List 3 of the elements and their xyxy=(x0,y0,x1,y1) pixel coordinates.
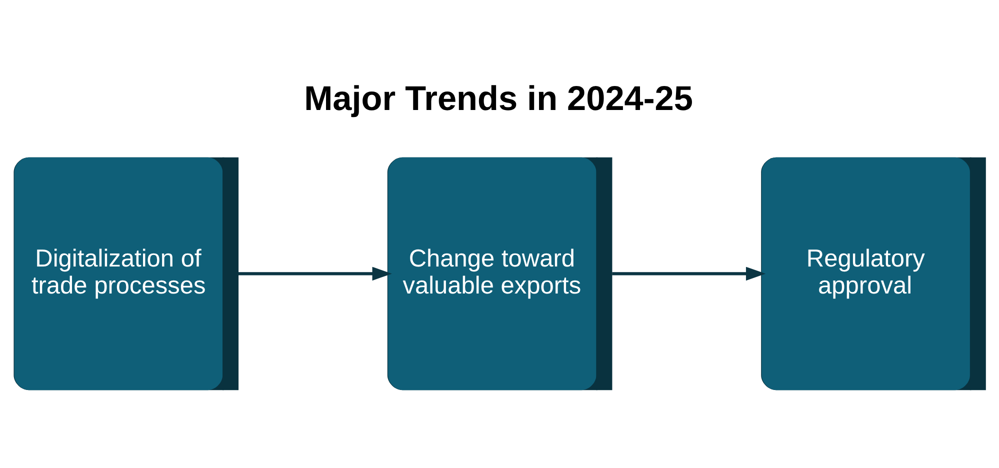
arrow xyxy=(238,266,392,280)
arrow xyxy=(612,266,766,280)
diagram-title: Major Trends in 2024-25 xyxy=(304,80,693,118)
